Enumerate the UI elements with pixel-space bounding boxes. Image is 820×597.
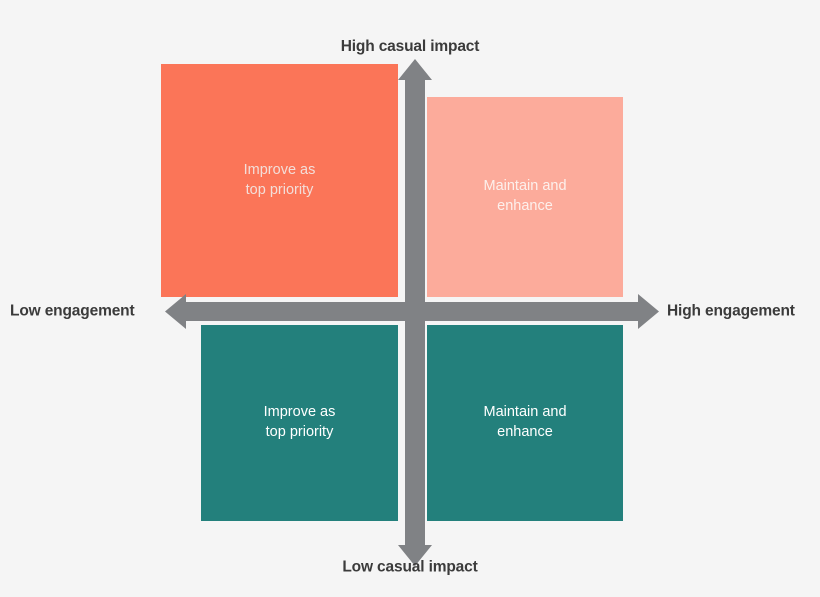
quadrant-bottom-left-label: Improve as top priority (263, 404, 336, 440)
arrow-up-icon (398, 59, 432, 80)
horizontal-axis-shaft (178, 302, 646, 321)
quadrant-top-left-label: Improve as top priority (243, 161, 316, 198)
arrow-right-icon (638, 294, 659, 329)
quadrant-top-right: Maintain and enhance (427, 97, 623, 297)
quadrant-top-right-label: Maintain and enhance (483, 178, 567, 214)
quadrant-top-left: Improve as top priority (161, 64, 398, 297)
axis-label-bottom: Low casual impact (342, 558, 478, 576)
axis-label-left: Low engagement (10, 302, 135, 320)
quadrant-bottom-right-label: Maintain and enhance (483, 404, 567, 440)
axis-label-right: High engagement (667, 302, 795, 320)
axis-label-top: High casual impact (340, 38, 480, 55)
arrow-left-icon (165, 294, 186, 329)
quadrant-bottom-left: Improve as top priority (201, 325, 398, 521)
quadrant-bottom-right: Maintain and enhance (427, 325, 623, 521)
vertical-axis-shaft (405, 77, 425, 549)
